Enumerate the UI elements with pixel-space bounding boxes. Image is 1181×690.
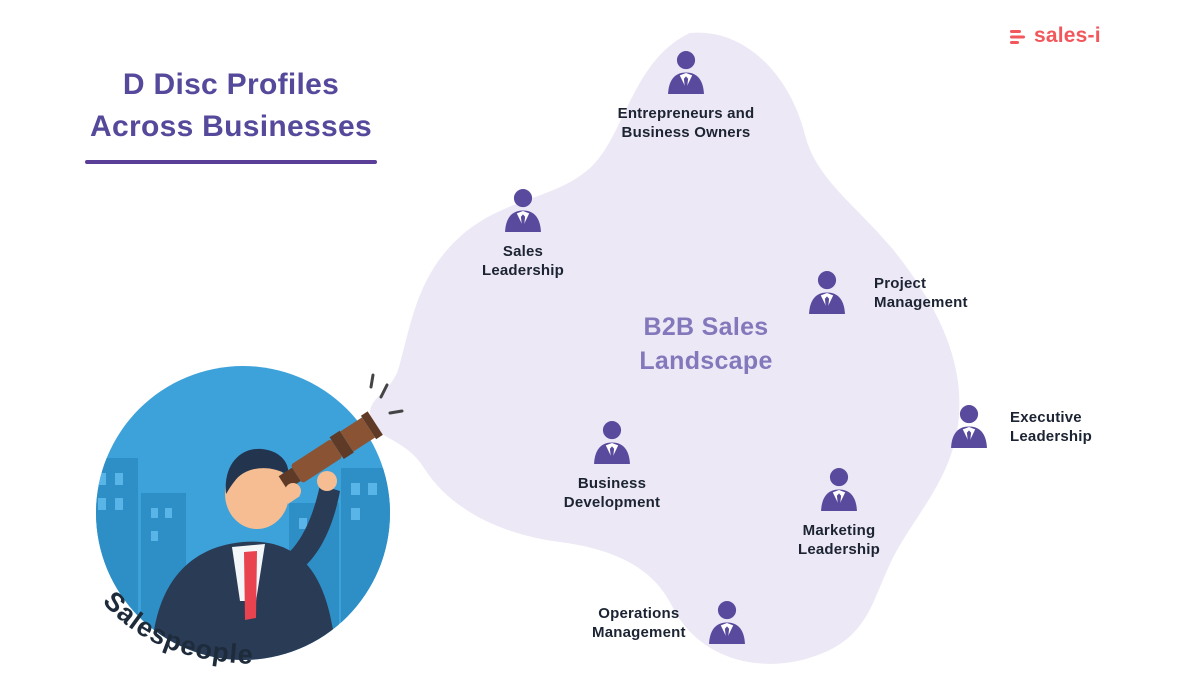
title-underline bbox=[85, 160, 377, 164]
role-marketing-leadership: Marketing Leadership bbox=[769, 467, 909, 559]
role-label-line2: Management bbox=[592, 624, 686, 641]
telescope bbox=[278, 411, 383, 490]
brand-name: sales-i bbox=[1034, 24, 1101, 47]
brand-logo: sales-i bbox=[1008, 24, 1101, 48]
page-title-line2: Across Businesses bbox=[90, 110, 372, 143]
role-label-line1: Operations bbox=[598, 605, 680, 622]
sparkle-lines bbox=[369, 373, 404, 415]
page-title-line1: D Disc Profiles bbox=[122, 68, 340, 101]
role-label-line2: Development bbox=[563, 494, 661, 511]
role-label: Project Management bbox=[874, 274, 968, 312]
person-icon bbox=[502, 188, 544, 234]
salespeople-caption-curve: Salespeople bbox=[98, 585, 255, 670]
role-executive-leadership: Executive Leadership bbox=[948, 404, 1092, 450]
landscape-title: B2B Sales Landscape bbox=[581, 310, 831, 378]
role-business-development: Business Development bbox=[542, 420, 682, 512]
role-label-line1: Project bbox=[874, 275, 927, 292]
role-label: Sales Leadership bbox=[482, 242, 564, 280]
salesman-telescope-illustration bbox=[96, 366, 404, 660]
role-sales-leadership: Sales Leadership bbox=[458, 188, 588, 280]
role-project-management: Project Management bbox=[806, 270, 968, 316]
role-label-line2: Leadership bbox=[797, 541, 881, 558]
person-icon bbox=[818, 467, 860, 513]
role-label-line2: Business Owners bbox=[621, 124, 751, 141]
person-icon bbox=[948, 404, 990, 450]
person-icon bbox=[706, 600, 748, 646]
person-icon bbox=[806, 270, 848, 316]
role-label-line2: Management bbox=[874, 294, 968, 311]
role-label: Executive Leadership bbox=[1010, 408, 1092, 446]
role-label-line1: Entrepreneurs and bbox=[617, 105, 755, 122]
landscape-title-line2: Landscape bbox=[639, 347, 773, 375]
role-entrepreneurs-and-business-owners: Entrepreneurs and Business Owners bbox=[596, 50, 776, 142]
salesman-tie bbox=[244, 551, 257, 620]
role-label: Entrepreneurs and Business Owners bbox=[618, 104, 755, 142]
role-label-line1: Marketing bbox=[802, 522, 876, 539]
salesman-hair bbox=[225, 448, 289, 494]
role-label-line2: Leadership bbox=[481, 262, 565, 279]
person-icon bbox=[591, 420, 633, 466]
salesman-hand-far bbox=[317, 471, 337, 491]
salesman-hand-near bbox=[285, 483, 301, 499]
role-label: Marketing Leadership bbox=[798, 521, 880, 559]
role-label: Operations Management bbox=[592, 604, 686, 642]
role-label-line1: Executive bbox=[1010, 409, 1082, 426]
salespeople-caption: Salespeople bbox=[98, 585, 254, 670]
role-label-line1: Sales bbox=[502, 243, 544, 260]
sales-i-mark-icon bbox=[1010, 30, 1025, 44]
role-label: Business Development bbox=[564, 474, 660, 512]
landscape-title-line1: B2B Sales bbox=[643, 313, 769, 341]
role-label-line1: Business bbox=[577, 475, 647, 492]
role-operations-management: Operations Management bbox=[592, 600, 748, 646]
svg-text:Salespeople: Salespeople bbox=[98, 585, 255, 670]
person-icon bbox=[665, 50, 707, 96]
page-title: D Disc Profiles Across Businesses bbox=[75, 64, 387, 164]
salesman-head bbox=[225, 459, 289, 529]
salesman-arm bbox=[286, 485, 340, 567]
role-label-line2: Leadership bbox=[1010, 428, 1093, 445]
